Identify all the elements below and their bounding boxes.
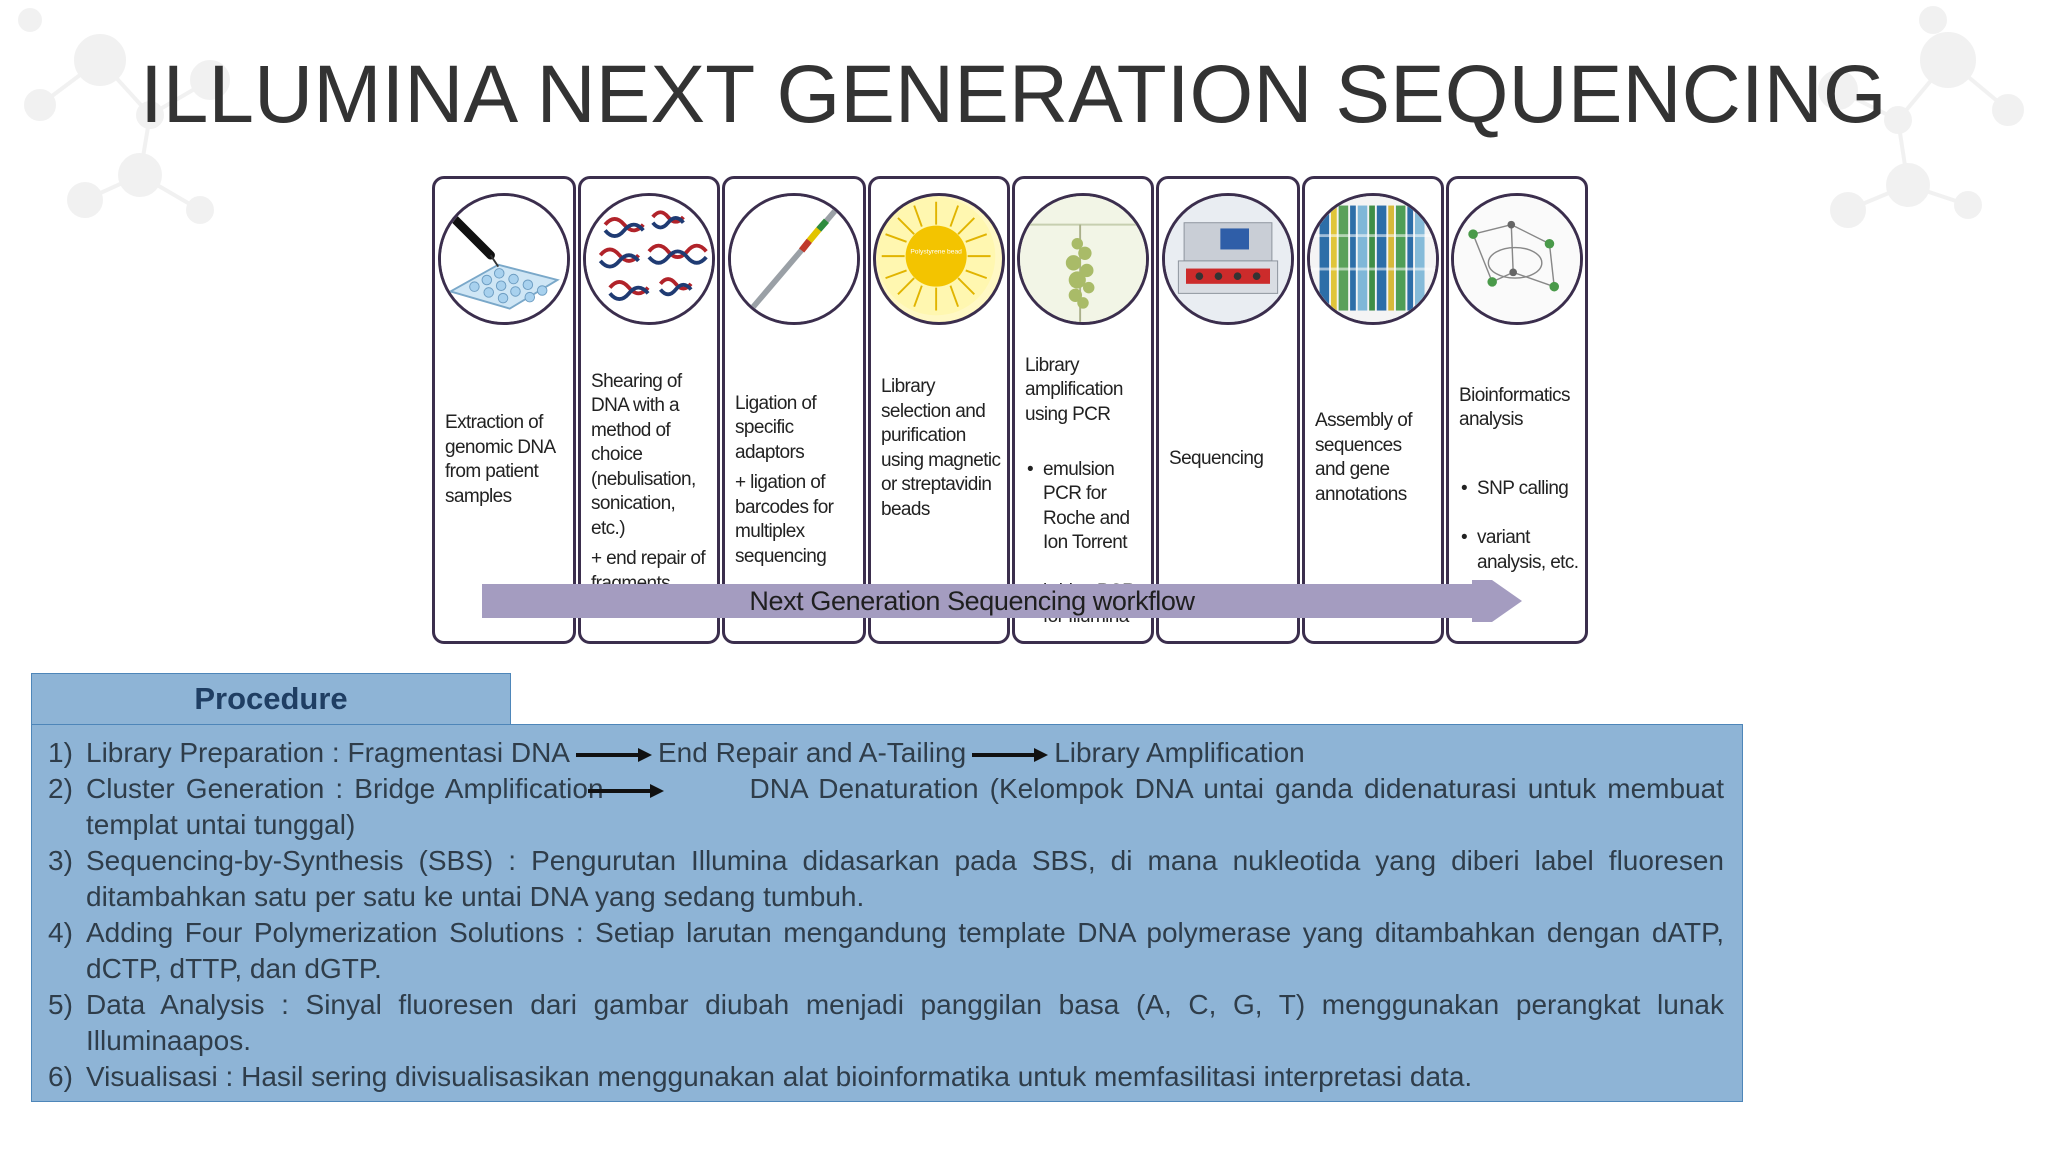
workflow-panel-extraction: Extraction of genomic DNA from patient s… [432, 176, 576, 644]
network-analysis-icon [1451, 193, 1583, 325]
procedure-step: 4) Adding Four Polymerization Solutions … [48, 915, 1724, 987]
pipette-well-plate-icon [438, 193, 570, 325]
panel-caption: Library selection and purification using… [881, 376, 1001, 520]
panel-bullet: emulsion PCR for Roche and Ion Torrent [1025, 458, 1145, 556]
panel-caption: Bioinformatics analysis SNP calling vari… [1459, 359, 1579, 624]
arrow-right-icon [587, 783, 664, 798]
sequence-assembly-icon [1307, 193, 1439, 325]
workflow-panel-sequencing: Sequencing [1156, 176, 1300, 644]
svg-text:Polystyrene bead: Polystyrene bead [910, 248, 962, 255]
panel-bullet: variant analysis, etc. [1459, 526, 1579, 575]
procedure-step: 6) Visualisasi : Hasil sering divisualis… [48, 1059, 1724, 1095]
slide-title: ILLUMINA NEXT GENERATION SEQUENCING [140, 49, 1887, 140]
workflow-panel-library-selection: Polystyrene bead Library selection and p… [868, 176, 1010, 644]
polystyrene-bead-icon: Polystyrene bead [873, 193, 1005, 325]
step-text: Library Preparation : Fragmentasi DNA [86, 737, 570, 768]
panel-caption: Assembly of sequences and gene annotatio… [1315, 410, 1412, 505]
arrow-right-icon [575, 747, 652, 762]
panel-caption: Library amplification using PCR emulsion… [1025, 329, 1145, 678]
procedure-step: 3) Sequencing-by-Synthesis (SBS) : Pengu… [48, 843, 1724, 915]
panel-caption: Extraction of genomic DNA from patient s… [445, 412, 555, 507]
sequencer-machine-icon [1162, 193, 1294, 325]
pcr-cluster-icon [1017, 193, 1149, 325]
panel-caption: Ligation of specific adaptors + ligation… [735, 367, 857, 594]
ngs-workflow-figure: Extraction of genomic DNA from patient s… [432, 176, 1588, 646]
step-number: 5) [48, 989, 73, 1020]
procedure-heading: Procedure [31, 673, 511, 725]
workflow-panel-bioinformatics: Bioinformatics analysis SNP calling vari… [1446, 176, 1588, 644]
panel-bullet-list: SNP calling variant analysis, etc. [1459, 453, 1579, 600]
workflow-panel-amplification: Library amplification using PCR emulsion… [1012, 176, 1154, 644]
panel-sub-caption: + ligation of barcodes for multiplex seq… [735, 472, 834, 567]
workflow-panel-assembly: Assembly of sequences and gene annotatio… [1302, 176, 1444, 644]
molecule-decoration-left-icon [18, 8, 230, 224]
workflow-arrow-icon [482, 580, 1522, 622]
molecule-decoration-right-icon [1818, 6, 2024, 228]
procedure-box: 1) Library Preparation : Fragmentasi DNA… [31, 724, 1743, 1102]
step-number: 4) [48, 917, 73, 948]
step-text: DNA Denaturation (Kelompok DNA untai gan… [86, 773, 1725, 840]
procedure-step: 2) Cluster Generation : Bridge Amplifica… [48, 771, 1724, 843]
panel-caption: Shearing of DNA with a method of choice … [591, 345, 711, 621]
dna-fragments-icon [583, 193, 715, 325]
workflow-panel-shearing: Shearing of DNA with a method of choice … [578, 176, 720, 644]
panel-bullet: SNP calling [1459, 477, 1579, 502]
step-text: Adding Four Polymerization Solutions : S… [86, 917, 1724, 984]
step-number: 6) [48, 1061, 73, 1092]
arrow-right-icon [972, 747, 1049, 762]
step-text: Cluster Generation : Bridge Amplificatio… [86, 773, 604, 804]
step-number: 1) [48, 737, 73, 768]
workflow-arrow-label: Next Generation Sequencing workflow [749, 586, 1195, 616]
step-text: Sequencing-by-Synthesis (SBS) : Pengurut… [86, 845, 1724, 912]
adaptor-strand-icon [728, 193, 860, 325]
workflow-panel-ligation: Ligation of specific adaptors + ligation… [722, 176, 866, 644]
procedure-step: 1) Library Preparation : Fragmentasi DNA… [48, 735, 1724, 771]
step-text: End Repair and A-Tailing [657, 737, 967, 768]
step-text: Visualisasi : Hasil sering divisualisasi… [86, 1061, 1473, 1092]
step-text: Library Amplification [1054, 737, 1305, 768]
step-text: Data Analysis : Sinyal fluoresen dari ga… [86, 989, 1724, 1056]
procedure-step: 5) Data Analysis : Sinyal fluoresen dari… [48, 987, 1724, 1059]
step-number: 2) [48, 773, 73, 804]
panel-caption: Sequencing [1169, 448, 1264, 469]
step-number: 3) [48, 845, 73, 876]
